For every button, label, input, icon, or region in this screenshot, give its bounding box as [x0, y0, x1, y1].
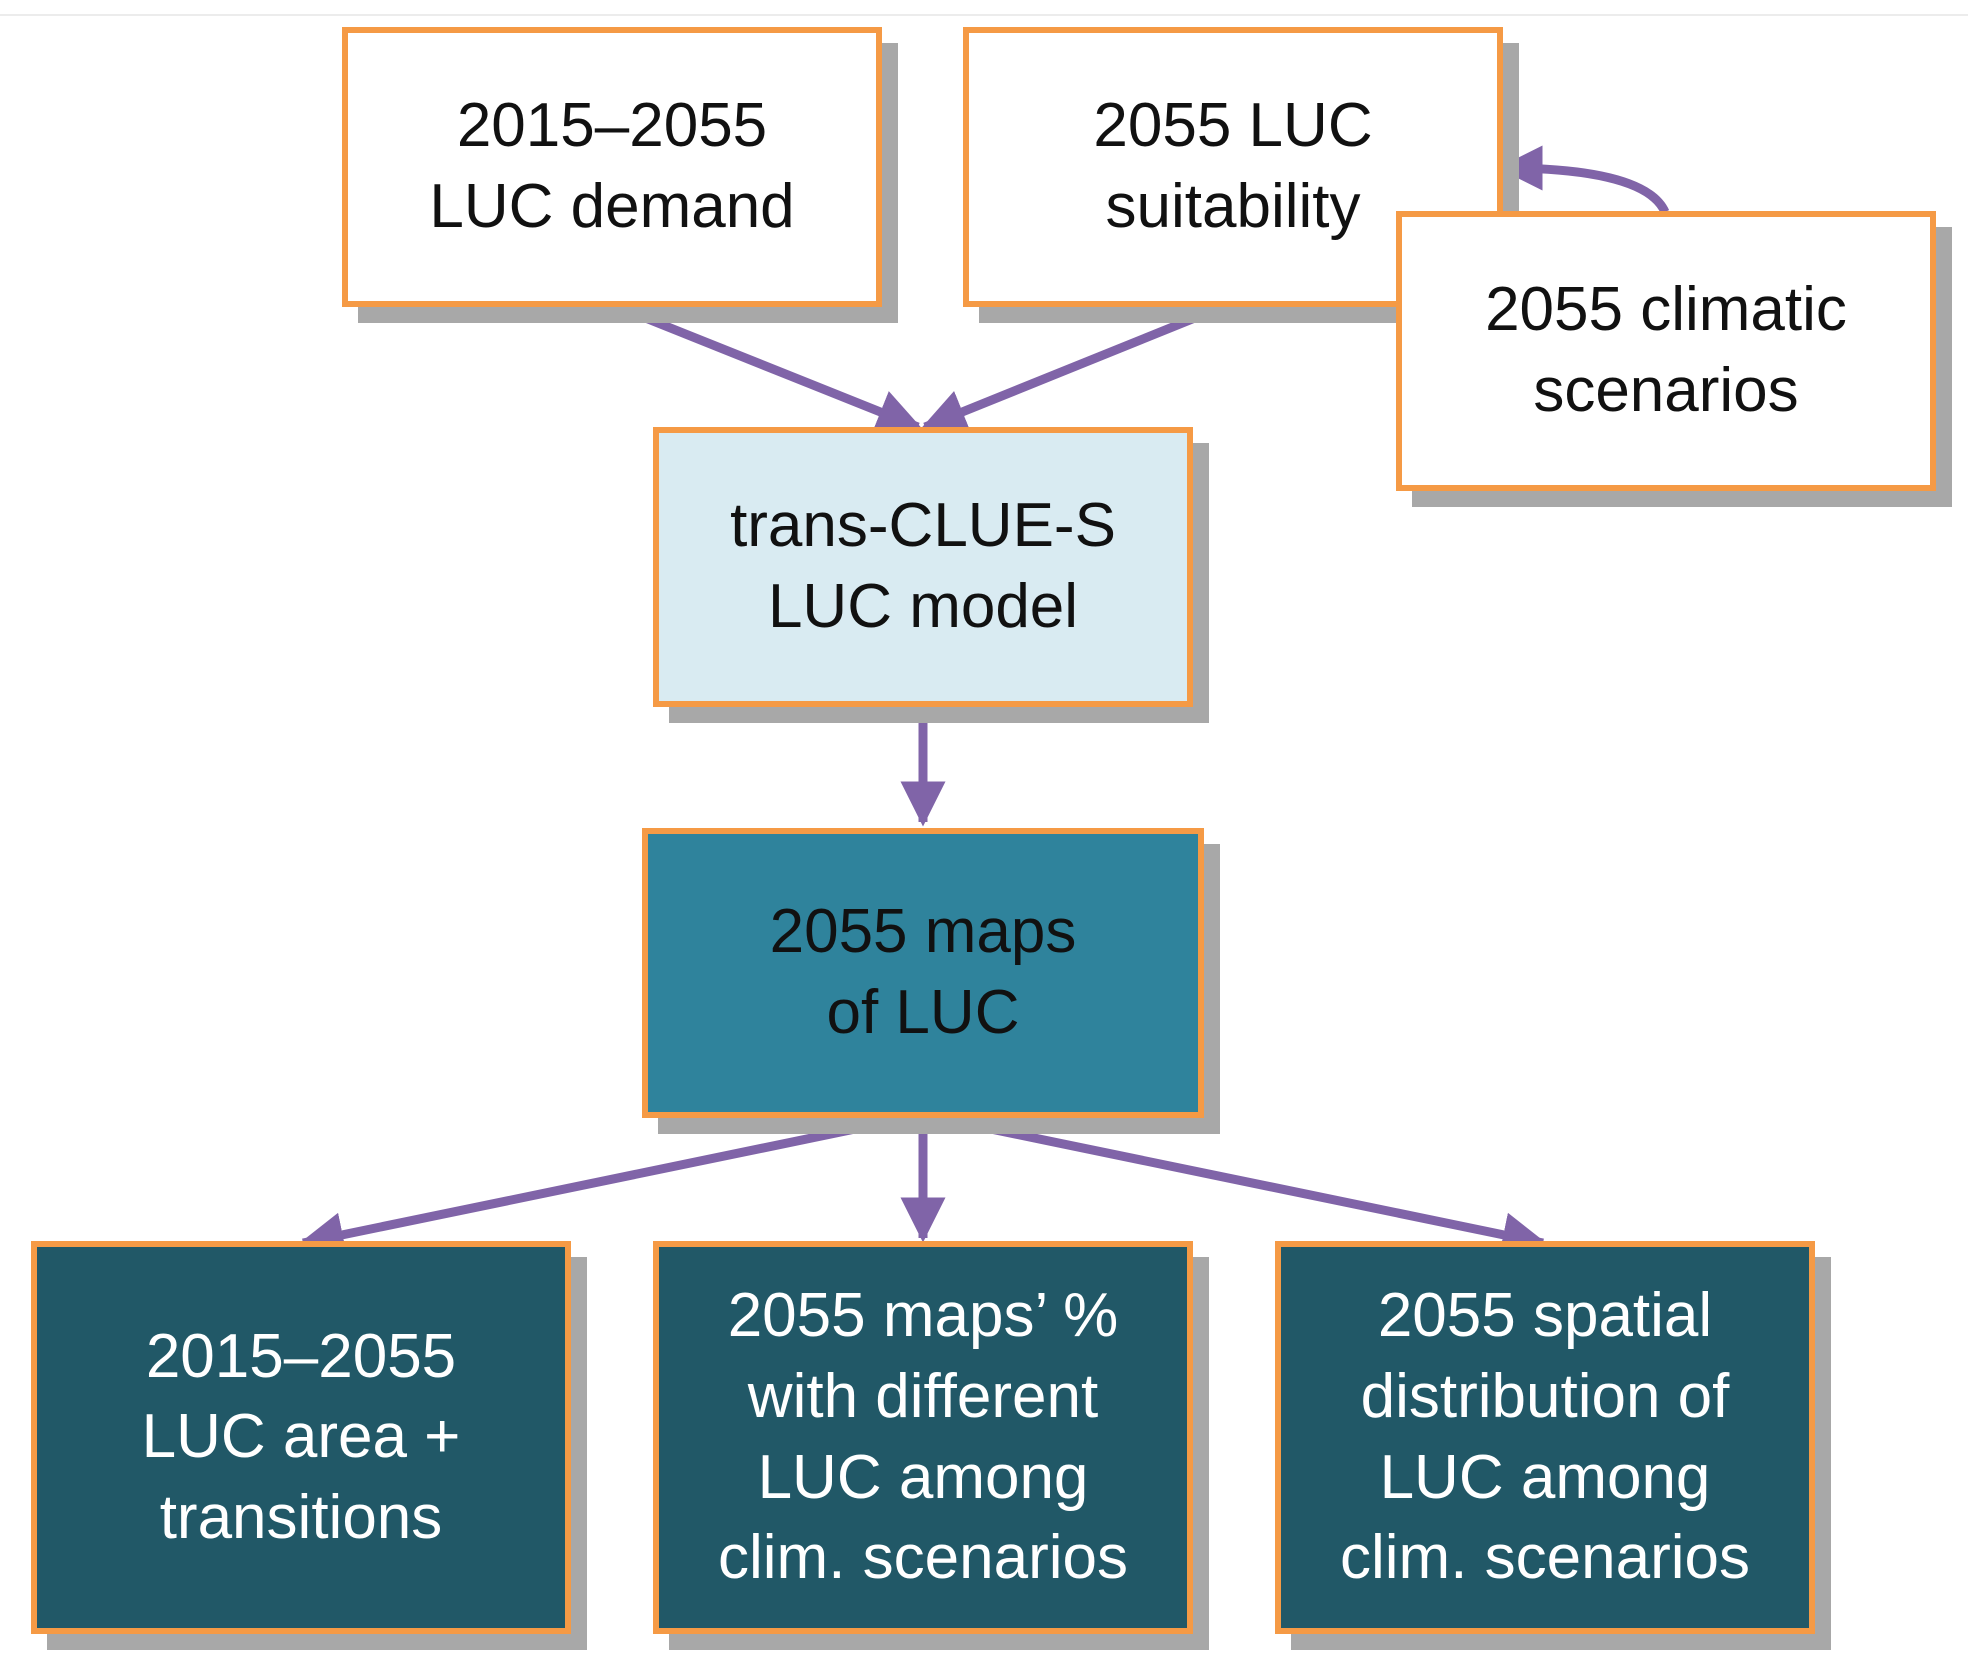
- maps-of-luc-label: 2055 maps of LUC: [769, 897, 1077, 1047]
- arrow-suitability-to-model: [920, 298, 1234, 433]
- spatial-distribution-box: 2055 spatial distribution of LUC among c…: [1275, 1241, 1815, 1634]
- maps-of-luc-box: 2055 maps of LUC: [642, 828, 1204, 1118]
- maps-percent-box: 2055 maps’ % with different LUC among cl…: [653, 1241, 1193, 1634]
- clue-model-box: trans-CLUE-S LUC model: [653, 427, 1193, 707]
- climatic-scenarios-box: 2055 climatic scenarios: [1396, 211, 1936, 491]
- luc-demand-label: 2015–2055 LUC demand: [429, 91, 795, 241]
- luc-demand-box: 2015–2055 LUC demand: [342, 27, 882, 307]
- maps-percent-label: 2055 maps’ % with different LUC among cl…: [718, 1281, 1128, 1593]
- area-transitions-box: 2015–2055 LUC area + transitions: [31, 1241, 571, 1634]
- arrow-climatic-to-suitability: [1497, 145, 1670, 215]
- climatic-scenarios-label: 2055 climatic scenarios: [1485, 275, 1847, 425]
- arrow-maps-to-spatial: [922, 1110, 1548, 1257]
- top-divider: [0, 14, 1968, 16]
- luc-suitability-label: 2055 LUC suitability: [1093, 91, 1373, 241]
- area-transitions-label: 2015–2055 LUC area + transitions: [141, 1321, 461, 1552]
- arrow-maps-to-area: [298, 1110, 924, 1257]
- arrow-demand-to-model: [606, 298, 923, 433]
- clue-model-label: trans-CLUE-S LUC model: [730, 491, 1116, 641]
- spatial-distribution-label: 2055 spatial distribution of LUC among c…: [1340, 1281, 1750, 1593]
